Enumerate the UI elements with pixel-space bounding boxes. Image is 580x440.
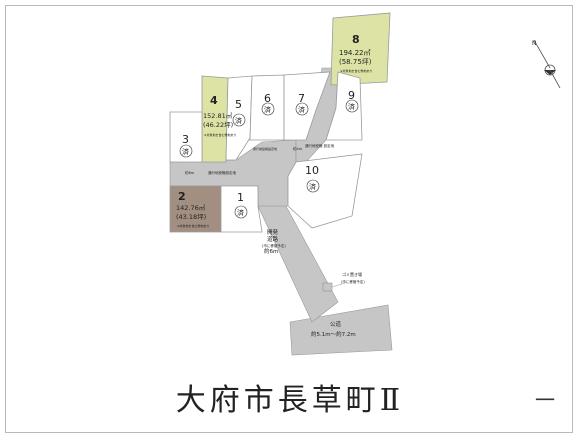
lot-1-shape[interactable] — [220, 185, 263, 233]
lot-5-status: 済 — [235, 116, 242, 125]
lot-10-sold-circle — [306, 179, 320, 193]
lot-5-sold-circle — [232, 113, 246, 127]
lot-8-area-tsubo: (58.75坪) — [339, 58, 372, 66]
lot-1-status: 済 — [237, 208, 244, 217]
right-of-way-right-label: 通行地役権 設定地 — [305, 143, 335, 148]
next-arrow-button[interactable]: 一 — [535, 388, 555, 412]
lot-2-area-tsubo: (43.18坪) — [176, 213, 206, 221]
gomi-label: ゴミ置き場 — [342, 271, 362, 277]
lot-2-area-sqm: 142.76㎡ — [176, 203, 206, 212]
lot-8-note: ※対象地を含む敷地あり — [340, 68, 373, 73]
lot-9-status: 済 — [348, 102, 355, 111]
development-road-label: 開発 道路 (市に移管予定) 約6m — [262, 228, 287, 255]
lot-8-area-sqm: 194.22㎡ — [339, 49, 371, 57]
gomi-note: (市に移管予定) — [341, 279, 365, 284]
lot-1-sold-circle — [234, 205, 248, 219]
dev-road-line1: 開発 — [267, 228, 279, 236]
lot-3-number: 3 — [182, 133, 189, 146]
lot-9-sold-circle — [345, 99, 359, 113]
public-road-area — [289, 304, 393, 356]
lot-7-status: 済 — [298, 105, 305, 114]
public-road-label: 公道 — [330, 320, 342, 328]
lot-1-number: 1 — [237, 191, 244, 204]
lot-6-status: 済 — [264, 105, 271, 114]
compass-n-label: N — [532, 40, 537, 47]
lot-5-number: 5 — [235, 98, 242, 111]
lot-3-shape[interactable] — [169, 111, 203, 163]
lot-10-shape[interactable] — [287, 153, 363, 229]
lot-10-status: 済 — [309, 182, 316, 191]
lot-5-shape[interactable] — [225, 75, 253, 161]
public-road-width-label: 約5.1m～約7.2m — [311, 330, 356, 338]
gomi-site — [322, 282, 333, 292]
lot-3-sold-circle — [179, 144, 193, 158]
lot-7-number: 7 — [298, 92, 305, 105]
lot-6-number: 6 — [264, 92, 271, 105]
lot-4-note: ※対象地を含む敷地あり — [204, 132, 237, 137]
lot-8-shape[interactable] — [330, 12, 391, 86]
page-title: 大府市長草町Ⅱ — [175, 383, 405, 418]
dev-road-line2: 道路 — [267, 235, 279, 243]
right-of-way-center-label: 通行地役権設定地 — [208, 170, 236, 175]
lot-6-sold-circle — [261, 102, 275, 116]
dev-road-line3: (市に移管予定) — [262, 243, 286, 248]
right-of-way-left-label: 通行地役権設定地 — [253, 146, 277, 151]
lot-2-note: ※対象地を含む敷地あり — [177, 223, 210, 228]
width-6m-label: 約6m — [185, 170, 195, 175]
lot-7-sold-circle — [295, 102, 309, 116]
lot-4-area-tsubo: (46.22坪) — [203, 121, 233, 129]
compass-icon — [533, 39, 561, 89]
gomi-leader — [331, 282, 346, 288]
lot-9-shape[interactable] — [325, 71, 363, 141]
lot-3-status: 済 — [182, 147, 189, 156]
lot-10-number: 10 — [305, 164, 319, 177]
lot-9-number: 9 — [348, 89, 355, 102]
lot-4-area-sqm: 152.81㎡ — [203, 111, 233, 120]
lot-2-number: 2 — [178, 190, 186, 203]
lot-8-number: 8 — [352, 33, 360, 46]
lot-4-number: 4 — [210, 94, 218, 107]
width-4m-label: 約4m — [293, 146, 303, 151]
dev-road-line4: 約6m — [264, 247, 278, 255]
